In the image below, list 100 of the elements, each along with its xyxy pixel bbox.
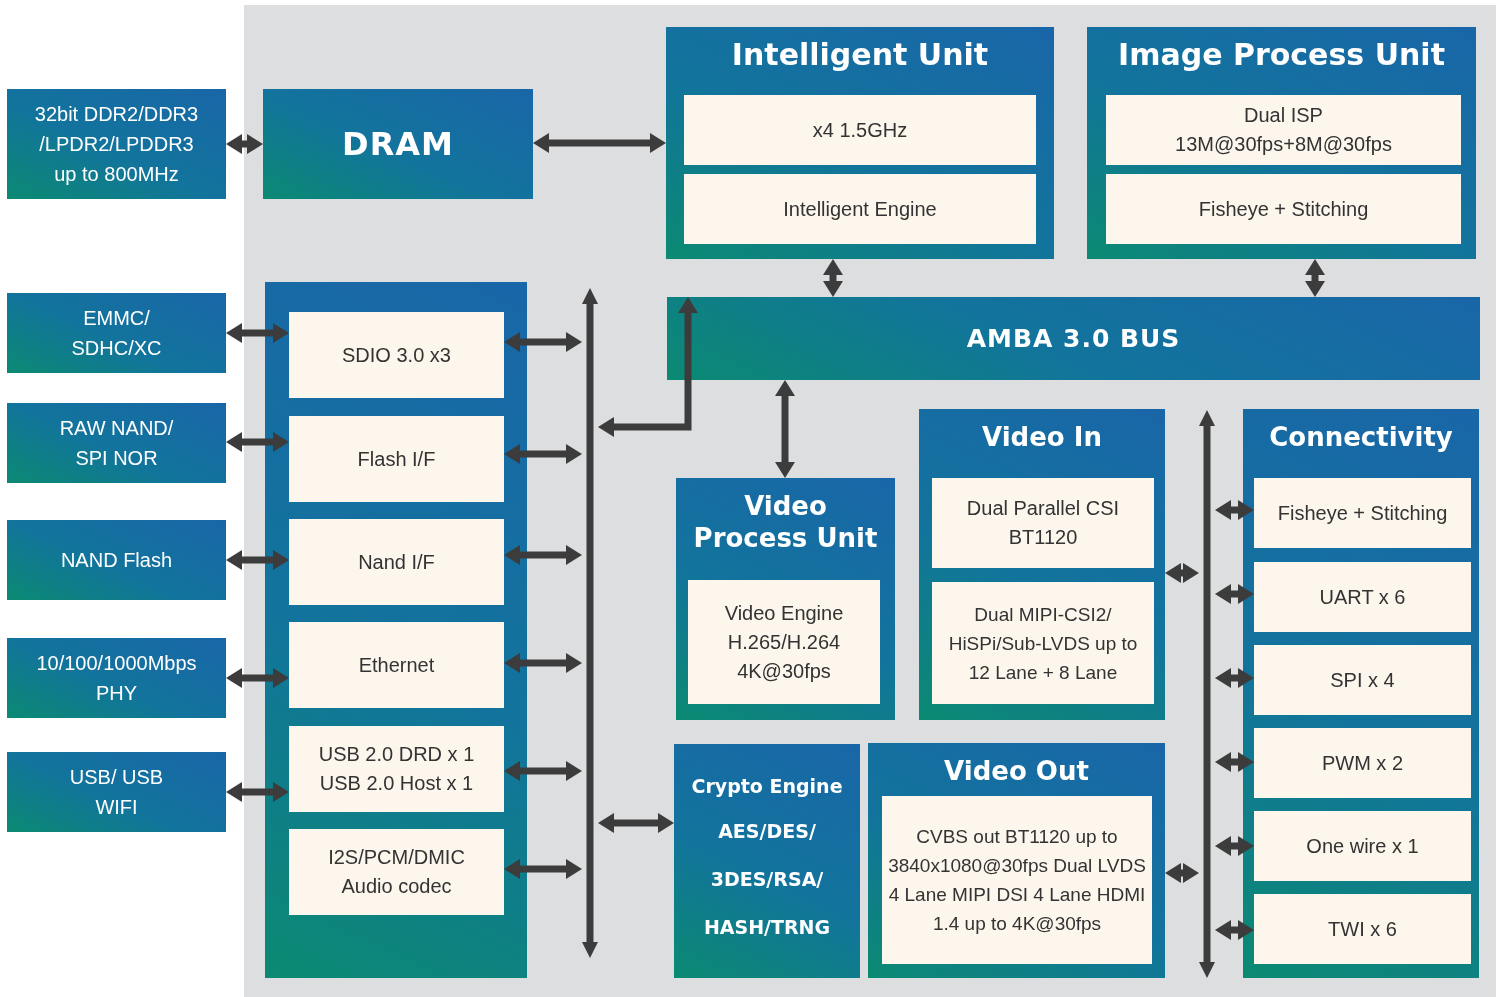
box-label: Ethernet — [358, 652, 435, 678]
function-box — [1254, 728, 1471, 798]
box-label: SDIO 3.0 x3 — [342, 342, 451, 368]
function-box — [289, 622, 504, 708]
arrow — [504, 332, 582, 352]
arrow — [226, 432, 289, 452]
box-label: CVBS out BT1120 up to 3840x1080@30fps Dual LVDS 4 Lane MIPI DSI 4 Lane HDMI 1.4 up to 4K@30fps — [887, 825, 1147, 936]
block-label: AMBA 3.0 BUS — [966, 324, 1181, 353]
function-box — [882, 796, 1152, 964]
arrow — [598, 297, 698, 437]
box-label: 10/100/1000Mbps PHY — [35, 651, 198, 706]
arrow — [598, 813, 674, 833]
function-box — [684, 174, 1036, 244]
box-label: PWM x 2 — [1321, 750, 1404, 776]
arrow — [1165, 863, 1199, 883]
arrow — [1215, 668, 1254, 688]
box-label: RAW NAND/ SPI NOR — [58, 416, 175, 471]
function-box — [684, 95, 1036, 165]
arrow — [504, 545, 582, 565]
module-panel — [265, 282, 527, 978]
arrow — [775, 380, 795, 478]
function-box — [932, 582, 1154, 704]
function-box — [1254, 478, 1471, 548]
function-box — [1106, 95, 1461, 165]
function-box — [932, 478, 1154, 568]
arrow — [1215, 752, 1254, 772]
block-heading: Crypto Engine — [690, 774, 844, 799]
interface-box — [7, 89, 226, 199]
arrow — [226, 323, 289, 343]
box-label: 32bit DDR2/DDR3 /LPDR2/LPDDR3 up to 800MHz — [33, 102, 200, 187]
function-box — [289, 829, 504, 915]
unit-heading: Video In — [981, 421, 1103, 453]
arrow — [504, 859, 582, 879]
function-box — [289, 519, 504, 605]
box-label: SPI x 4 — [1330, 667, 1395, 693]
box-label: Dual Parallel CSI BT1120 — [965, 496, 1121, 550]
box-label: Dual MIPI-CSI2/ HiSPi/Sub-LVDS up to 12 Lane + 8 Lane — [948, 602, 1138, 685]
function-box — [1254, 645, 1471, 715]
block-label: DRAM — [342, 125, 454, 163]
arrow — [1215, 500, 1254, 520]
unit-panel — [868, 743, 1165, 978]
arrow — [1215, 584, 1254, 604]
function-box — [1254, 562, 1471, 632]
block-box — [263, 89, 533, 199]
bus-arrow — [582, 288, 598, 958]
box-label: x4 1.5GHz — [812, 117, 908, 143]
arrow — [1215, 920, 1254, 940]
function-box — [289, 312, 504, 398]
arrow — [504, 653, 582, 673]
box-label: One wire x 1 — [1306, 833, 1419, 859]
function-box — [1106, 174, 1461, 244]
box-label: TWI x 6 — [1328, 916, 1397, 942]
arrow — [226, 668, 289, 688]
unit-panel — [666, 27, 1054, 259]
unit-panel — [919, 409, 1165, 720]
unit-heading: Image Process Unit — [1117, 39, 1446, 71]
box-label: USB 2.0 DRD x 1 USB 2.0 Host x 1 — [317, 742, 476, 796]
interface-box — [7, 752, 226, 832]
unit-heading: Video Out — [943, 755, 1090, 787]
unit-panel — [676, 478, 895, 720]
box-label: NAND Flash — [60, 548, 173, 573]
algorithm-list: AES/DES/ 3DES/RSA/ HASH/TRNG — [702, 807, 832, 951]
box-label: Intelligent Engine — [783, 196, 937, 222]
arrow — [226, 134, 263, 154]
arrow — [823, 259, 843, 297]
arrow — [1305, 259, 1325, 297]
arrow — [1165, 563, 1199, 583]
unit-panel — [1087, 27, 1476, 259]
function-box — [289, 416, 504, 502]
arrow — [504, 761, 582, 781]
arrow — [226, 782, 289, 802]
box-label: Fisheye + Stitching — [1277, 500, 1448, 526]
function-box — [289, 726, 504, 812]
box-label: Fisheye + Stitching — [1198, 196, 1369, 222]
block-box — [667, 297, 1480, 380]
box-label: Flash I/F — [357, 446, 436, 472]
crypto-block — [674, 744, 860, 978]
unit-heading: Intelligent Unit — [730, 39, 990, 71]
unit-heading: Connectivity — [1268, 421, 1454, 453]
box-label: EMMC/ SDHC/XC — [70, 306, 163, 361]
function-box — [1254, 894, 1471, 964]
box-label: I2S/PCM/DMIC Audio codec — [327, 845, 466, 899]
box-label: USB/ USB WIFI — [68, 765, 165, 820]
box-label: Video Engine H.265/H.264 4K@30fps — [723, 600, 845, 684]
interface-box — [7, 403, 226, 483]
bus-arrow — [1199, 410, 1215, 978]
function-box — [1254, 811, 1471, 881]
interface-box — [7, 293, 226, 373]
function-box — [688, 580, 880, 704]
arrow — [226, 550, 289, 570]
arrow — [504, 444, 582, 464]
box-label: Nand I/F — [358, 549, 435, 575]
arrow — [1215, 836, 1254, 856]
unit-heading: Video Process Unit — [692, 490, 879, 554]
arrow — [533, 133, 666, 153]
box-label: UART x 6 — [1319, 584, 1406, 610]
unit-panel — [1243, 409, 1479, 978]
interface-box — [7, 520, 226, 600]
interface-box — [7, 638, 226, 718]
box-label: Dual ISP 13M@30fps+8M@30fps — [1174, 103, 1393, 157]
